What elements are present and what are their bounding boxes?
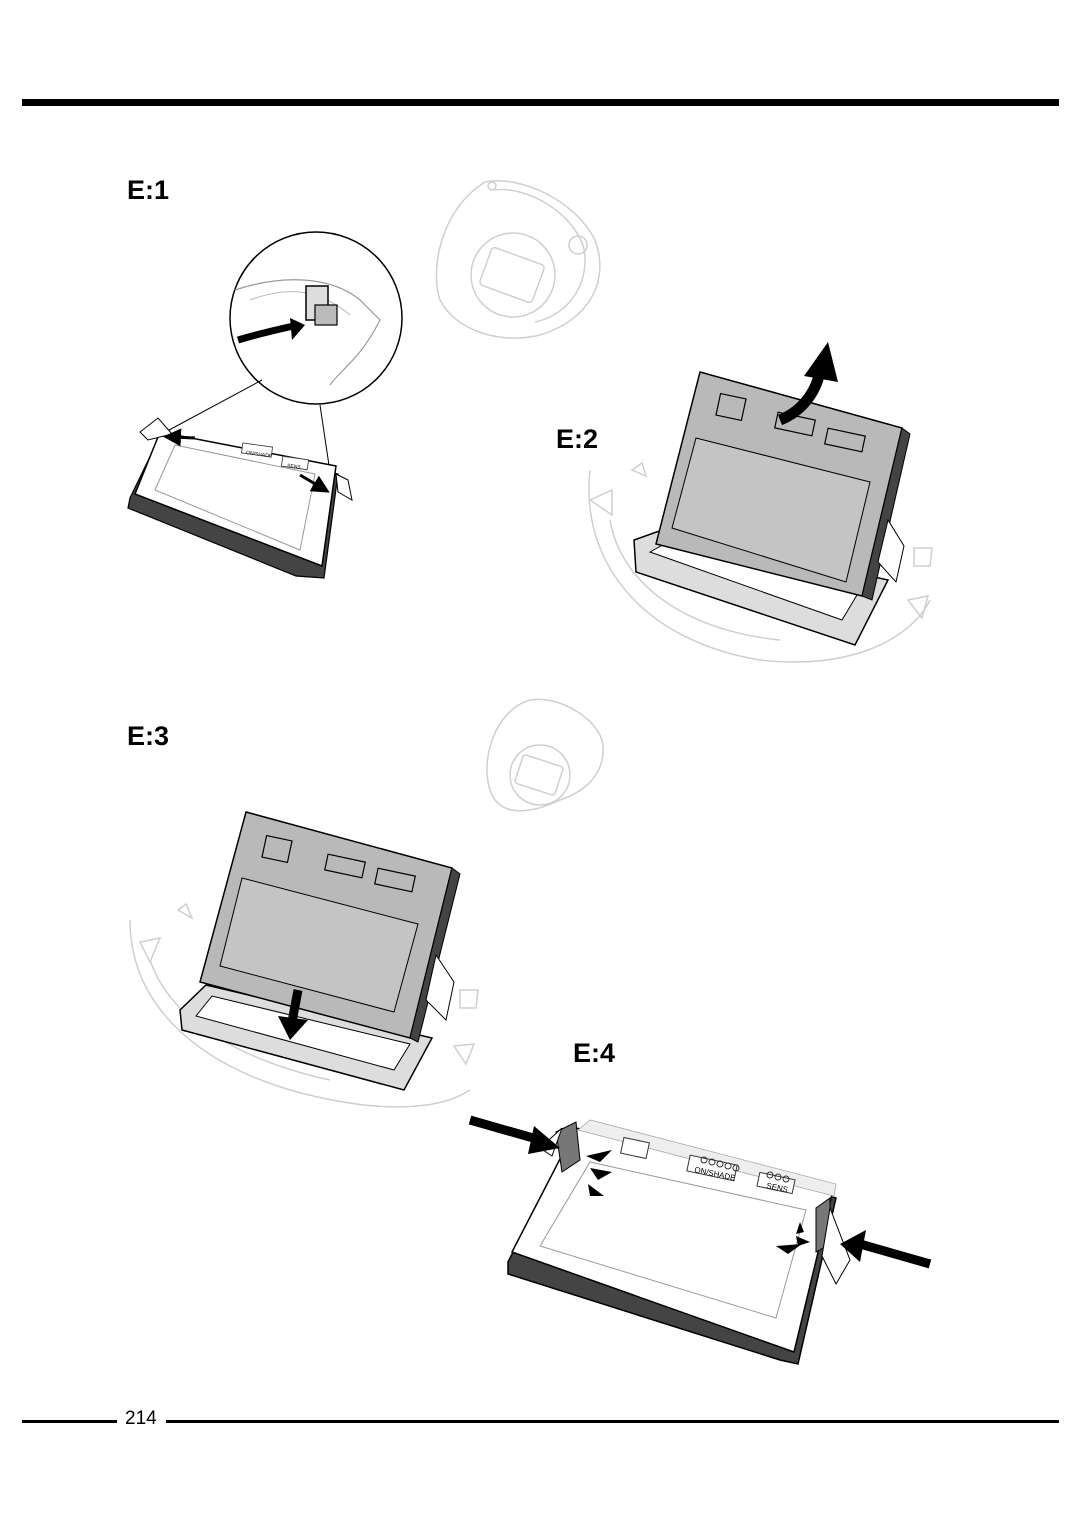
top-rule [22, 99, 1059, 106]
filter-cartridge-e1: ON/SHADE SENS [127, 417, 353, 579]
magnifier-detail-e1 [157, 231, 403, 473]
step-label-e3: E:3 [127, 721, 170, 751]
filter-cartridge-e2 [633, 342, 911, 646]
figure-e2 [588, 342, 933, 663]
step-label-e2: E:2 [556, 424, 599, 454]
sens-panel-label-e4: SENS [766, 1181, 789, 1194]
filter-cartridge-e4: ON/SHADE SENS [468, 1115, 932, 1365]
onshade-panel-label-e1: ON/SHADE [246, 450, 273, 460]
sens-panel-label-e1: SENS [287, 463, 302, 471]
helmet-outline-e2 [588, 461, 933, 663]
helmet-outline-e1 [435, 180, 601, 339]
step-label-e4: E:4 [573, 1038, 616, 1068]
page-number: 214 [125, 1408, 157, 1429]
figure-e1: ON/SHADE SENS [127, 180, 601, 579]
step-label-e1: E:1 [127, 175, 170, 205]
figure-e4: ON/SHADE SENS [468, 1115, 932, 1365]
figure-e3 [129, 698, 604, 1108]
footer-rule-right [166, 1420, 1059, 1423]
footer-rule-left [22, 1420, 117, 1423]
filter-cartridge-e3 [179, 811, 461, 1091]
